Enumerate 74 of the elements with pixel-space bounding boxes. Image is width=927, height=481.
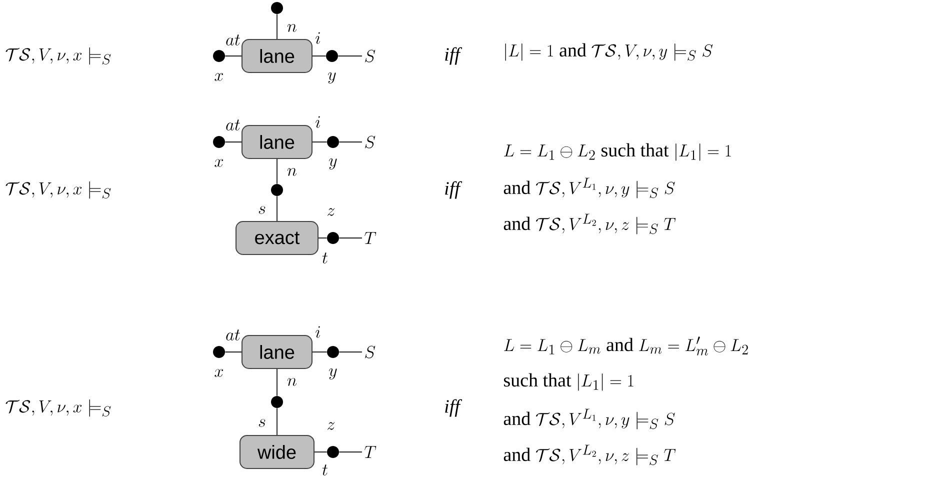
port-dot	[271, 2, 283, 14]
formula: $\mbox{and } \mathcal{TS}, V^{L_2}, \nu, z \models_S T$	[504, 214, 676, 234]
formula: $L = L_1 \ominus L_2 \mbox{ such that } |L_1| = 1$	[504, 143, 731, 161]
edge-label: $t$	[322, 252, 328, 264]
formula: $\mbox{and } \mathcal{TS}, V^{L_2}, \nu, z \models_S T$	[504, 444, 676, 466]
variable-label: $S$	[365, 136, 376, 148]
variable-label: $T$	[364, 446, 376, 458]
port-dot	[327, 346, 339, 358]
port-label: $y$	[329, 368, 337, 380]
port-label: $z$	[327, 208, 335, 216]
edge-label: $i$	[316, 326, 320, 338]
formula: $L = L_1 \ominus L_m \mbox{ and } L_m = L'_m \ominus L_2$	[504, 336, 748, 356]
connector-line	[314, 451, 327, 453]
connector-line	[312, 141, 327, 143]
connector-line	[276, 159, 278, 184]
keyword: iff	[445, 181, 462, 199]
connector-line	[339, 451, 362, 453]
connector-line	[338, 55, 362, 57]
variable-label: $S$	[365, 50, 376, 62]
rounded-box: wide	[240, 435, 314, 469]
port-dot	[213, 50, 225, 62]
connector-line	[225, 55, 242, 57]
connector-line	[339, 237, 362, 239]
formula: $\mathcal{TS}, V, \nu, x \models_S$	[6, 47, 111, 65]
edge-label: $at$	[226, 34, 240, 46]
edge-label: $s$	[258, 206, 266, 214]
rounded-box: lane	[242, 125, 312, 159]
port-label: $z$	[327, 422, 335, 430]
edge-label: $n$	[287, 378, 297, 386]
connector-line	[318, 237, 327, 239]
edge-label: $i$	[316, 116, 320, 128]
connector-line	[225, 351, 242, 353]
edge-label: $t$	[322, 464, 328, 476]
port-label: $x$	[214, 73, 224, 81]
port-dot	[327, 136, 339, 148]
formula: $\mbox{and } \mathcal{TS}, V^{L_1}, \nu, y \models_S S$	[504, 178, 675, 198]
port-label: $x$	[214, 159, 224, 167]
formula: $\mbox{and } \mathcal{TS}, V^{L_1}, \nu, y \models_S S$	[504, 408, 675, 430]
port-dot	[327, 446, 339, 458]
connector-line	[276, 369, 278, 396]
edge-label: $at$	[226, 120, 240, 130]
edge-label: $s$	[258, 419, 266, 427]
connector-line	[225, 141, 242, 143]
port-label: $x$	[214, 369, 224, 377]
keyword: iff	[445, 47, 462, 65]
connector-line	[276, 408, 278, 435]
connector-line	[312, 55, 326, 57]
formula: $\mathcal{TS}, V, \nu, x \models_S$	[6, 181, 111, 199]
rounded-box: exact	[236, 221, 318, 255]
edge-label: $i$	[316, 32, 320, 44]
port-dot	[213, 136, 225, 148]
port-dot	[213, 346, 225, 358]
connector-line	[312, 351, 327, 353]
port-dot	[271, 184, 283, 196]
variable-label: $T$	[364, 232, 376, 244]
formula: $|L| = 1 \mbox{ and } \mathcal{TS}, V, \nu, y \models_S S$	[505, 43, 713, 61]
connector-line	[339, 141, 362, 143]
rounded-box: lane	[242, 335, 312, 369]
port-dot	[326, 50, 338, 62]
edge-label: $n$	[287, 24, 297, 32]
port-label: $y$	[328, 72, 336, 84]
formula: $\mathcal{TS}, V, \nu, x \models_S$	[6, 399, 111, 417]
variable-label: $S$	[365, 346, 376, 358]
formula: $\mbox{such that } |L_1| = 1$	[504, 373, 634, 391]
port-dot	[327, 232, 339, 244]
rounded-box: lane	[242, 39, 312, 73]
port-label: $y$	[329, 158, 337, 170]
port-dot	[271, 396, 283, 408]
connector-line	[276, 196, 278, 221]
keyword: iff	[445, 399, 462, 417]
connector-line	[339, 351, 362, 353]
connector-line	[276, 14, 278, 39]
edge-label: $n$	[287, 168, 297, 176]
edge-label: $at$	[226, 330, 240, 340]
